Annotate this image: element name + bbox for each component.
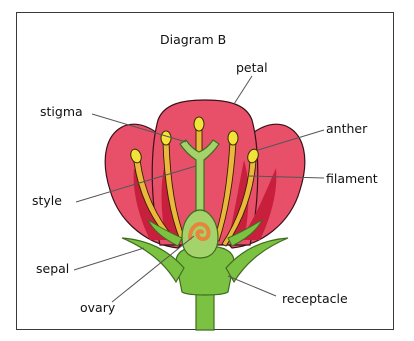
label-receptacle: receptacle xyxy=(282,291,348,306)
diagram-title: Diagram B xyxy=(160,32,226,47)
receptacle-line xyxy=(228,276,276,296)
stem xyxy=(196,290,214,330)
label-style: style xyxy=(32,193,62,208)
anther-2 xyxy=(161,131,171,145)
label-petal: petal xyxy=(236,60,268,75)
ovary-shape xyxy=(182,210,218,258)
label-anther: anther xyxy=(326,121,367,136)
label-ovary: ovary xyxy=(80,300,115,315)
sepal-line xyxy=(74,248,144,270)
petal-line xyxy=(234,76,252,104)
anther-4 xyxy=(228,131,238,145)
label-stigma: stigma xyxy=(40,104,83,119)
label-filament: filament xyxy=(326,171,378,186)
anther-3 xyxy=(194,117,204,131)
label-sepal: sepal xyxy=(36,261,69,276)
